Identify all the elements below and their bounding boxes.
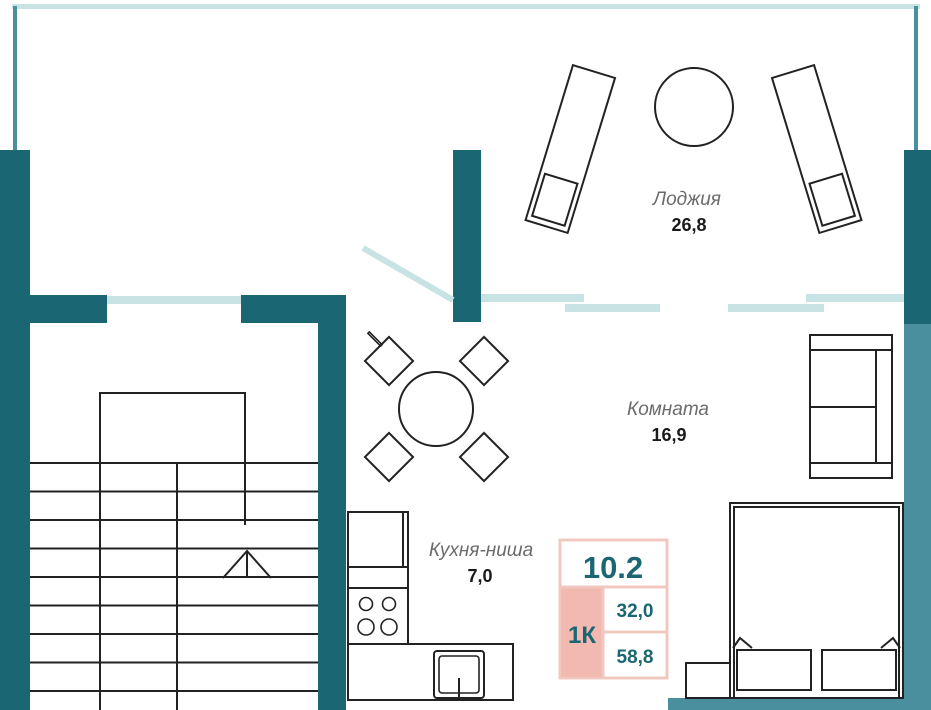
total-area: 58,8 <box>617 647 654 668</box>
balcony-glazing-4 <box>806 294 904 302</box>
right-outer-wall-bottom <box>904 324 931 710</box>
stairwell-window <box>107 296 241 304</box>
apartment-badge: 10.2 1К 32,0 58,8 <box>558 538 669 680</box>
sofa <box>809 334 893 479</box>
bottom-wall-right <box>668 698 904 710</box>
right-frame-post <box>914 6 918 152</box>
right-outer-wall-top <box>904 150 931 324</box>
loggia-name: Лоджия <box>651 189 721 210</box>
apartment-number: 10.2 <box>583 550 643 585</box>
sun-lounger-left <box>524 63 617 235</box>
left-outer-wall <box>0 150 30 710</box>
balcony-glazing-2 <box>565 304 660 312</box>
bed <box>685 502 904 699</box>
room-area: 16,9 <box>651 425 686 445</box>
sun-lounger-right <box>770 63 863 235</box>
balcony-glazing-1 <box>481 294 584 302</box>
stairwell-wall-right <box>318 295 346 710</box>
stairwell-wall-top-left <box>30 295 107 323</box>
living-area: 32,0 <box>617 601 654 622</box>
balcony-door-leaf <box>361 245 455 303</box>
room-name: Комната <box>627 399 709 420</box>
loggia-round-table <box>654 67 734 147</box>
staircase <box>99 392 272 710</box>
kitchen-unit <box>347 511 514 701</box>
balcony-glazing-3 <box>728 304 824 312</box>
loggia-area: 26,8 <box>671 215 706 235</box>
loggia-partition-wall <box>453 150 481 322</box>
apartment-type: 1К <box>568 622 596 649</box>
dining-set <box>363 330 510 483</box>
kitchen-area: 7,0 <box>467 566 492 586</box>
stair-steps <box>30 462 318 692</box>
left-frame-post <box>13 6 17 152</box>
kitchen-name: Кухня-ниша <box>429 540 533 561</box>
top-glazing <box>12 4 920 9</box>
